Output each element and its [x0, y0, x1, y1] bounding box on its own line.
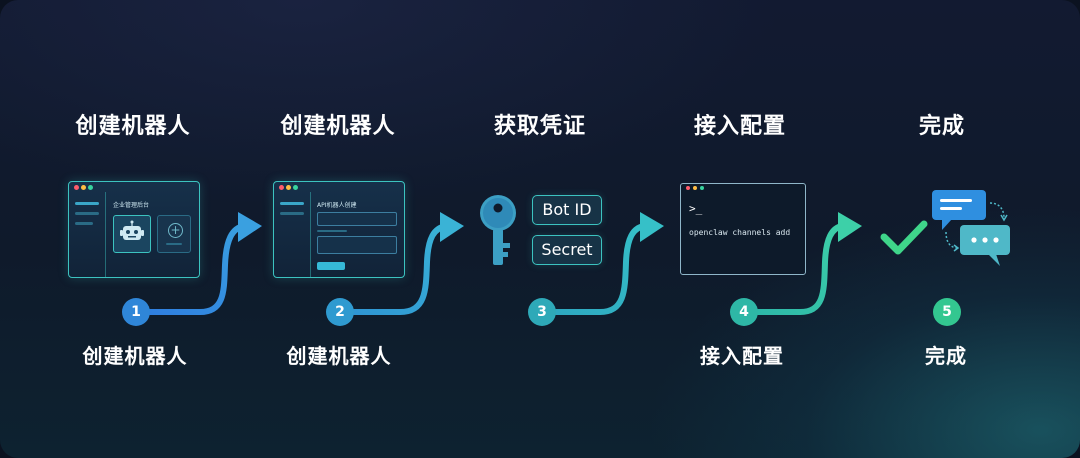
step-2-badge: 2 [326, 298, 354, 326]
robot-icon [120, 220, 144, 240]
step-3-title: 获取凭证 [493, 114, 586, 139]
add-card: + [157, 215, 191, 253]
window-sidebar [274, 192, 311, 277]
window-heading: API机器人创建 [317, 202, 357, 209]
key-icon [480, 195, 516, 265]
window-titlebar [69, 182, 199, 192]
check-icon [880, 220, 928, 255]
connector-4 [755, 212, 862, 315]
terminal-command: openclaw channels add [689, 228, 791, 237]
connector-2 [351, 212, 464, 315]
step-5-title: 完成 [918, 114, 965, 139]
step-1-title: 创建机器人 [75, 114, 191, 139]
robot-card [113, 215, 151, 253]
admin-console-window: 企业管理后台 + [68, 181, 200, 278]
step-5-badge: 5 [933, 298, 961, 326]
plus-icon: + [168, 223, 183, 238]
window-titlebar [681, 184, 805, 192]
step-4-subtitle: 接入配置 [700, 344, 784, 368]
submit-button [317, 262, 345, 270]
chat-bubbles-icon [932, 190, 1010, 266]
step-1-badge: 1 [122, 298, 150, 326]
window-sidebar [69, 192, 106, 277]
step-5-subtitle: 完成 [925, 344, 967, 368]
step-4-badge: 4 [730, 298, 758, 326]
step-1-subtitle: 创建机器人 [82, 344, 188, 368]
step-4-title: 接入配置 [693, 114, 786, 139]
form-field [317, 212, 397, 226]
connector-1 [147, 212, 262, 315]
window-heading: 企业管理后台 [113, 202, 150, 209]
connector-3 [553, 212, 664, 315]
terminal-window: >_ openclaw channels add [680, 183, 806, 275]
window-titlebar [274, 182, 404, 192]
form-field [317, 236, 397, 254]
step-2-subtitle: 创建机器人 [286, 344, 392, 368]
step-3-badge: 3 [528, 298, 556, 326]
terminal-prompt: >_ [689, 202, 703, 215]
api-bot-create-window: API机器人创建 [273, 181, 405, 278]
step-2-title: 创建机器人 [280, 114, 396, 139]
secret-tag: Secret [532, 235, 602, 265]
bot-id-tag: Bot ID [532, 195, 602, 225]
